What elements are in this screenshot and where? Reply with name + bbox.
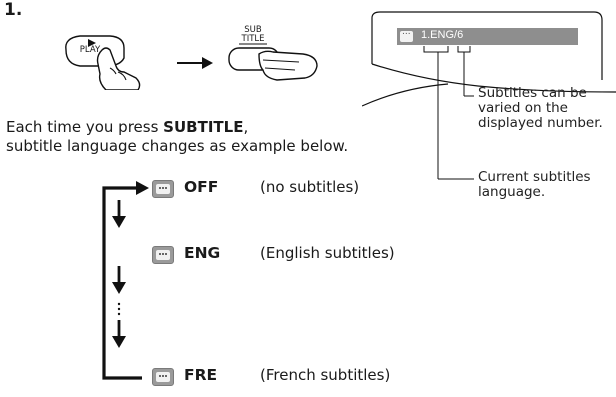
sequence-note: (English subtitles) bbox=[260, 244, 395, 262]
subtitle-button-illustration: SUB TITLE bbox=[225, 24, 321, 86]
sequence-note: (no subtitles) bbox=[260, 178, 360, 196]
callout-varied-line: Subtitles can be bbox=[478, 85, 587, 101]
sequence-item-eng: ENG (English subtitles) bbox=[152, 244, 452, 268]
subtitle-icon bbox=[152, 368, 174, 386]
subtitle-keyword: SUBTITLE bbox=[163, 118, 244, 136]
callout-varied-line: varied on the bbox=[478, 100, 568, 116]
subtitle-icon bbox=[152, 180, 174, 198]
subtitle-display-bar: 1.ENG/6 bbox=[397, 27, 578, 45]
subtitle-button-label-line2: TITLE bbox=[241, 34, 265, 44]
step-number: 1. bbox=[4, 0, 23, 20]
callout-varied-number: Subtitles can be varied on the displayed… bbox=[478, 86, 603, 131]
subtitle-icon bbox=[152, 246, 174, 264]
sequence-item-off: OFF (no subtitles) bbox=[152, 178, 452, 202]
callout-varied-line: displayed number. bbox=[478, 115, 603, 131]
callout-current-line: language. bbox=[478, 184, 546, 200]
hand-pressing-play-icon bbox=[65, 35, 141, 91]
hand-pressing-subtitle-icon bbox=[228, 43, 318, 81]
description: Each time you press SUBTITLE, subtitle l… bbox=[6, 118, 348, 156]
callout-current-line: Current subtitles bbox=[478, 169, 591, 185]
sequence-code: FRE bbox=[184, 366, 218, 384]
sequence-code: OFF bbox=[184, 178, 219, 196]
callout-current-language: Current subtitles language. bbox=[478, 170, 591, 200]
sequence-note: (French subtitles) bbox=[260, 366, 391, 384]
subtitle-icon bbox=[400, 27, 413, 42]
sequence-code: ENG bbox=[184, 244, 221, 262]
sequence-item-fre: FRE (French subtitles) bbox=[152, 366, 452, 390]
right-arrow-icon bbox=[177, 55, 213, 74]
tv-screen-illustration bbox=[361, 10, 616, 110]
sequence-flow-arrows bbox=[100, 180, 160, 394]
subtitle-display-text: 1.ENG/6 bbox=[421, 29, 464, 41]
description-line-1: Each time you press SUBTITLE, bbox=[6, 118, 249, 136]
description-line-2: subtitle language changes as example bel… bbox=[6, 137, 349, 155]
play-button-label: PLAY bbox=[79, 45, 101, 55]
callout-lines bbox=[418, 44, 478, 188]
play-button-illustration: PLAY bbox=[58, 28, 148, 91]
subtitle-button-label-line1: SUB bbox=[244, 25, 262, 35]
